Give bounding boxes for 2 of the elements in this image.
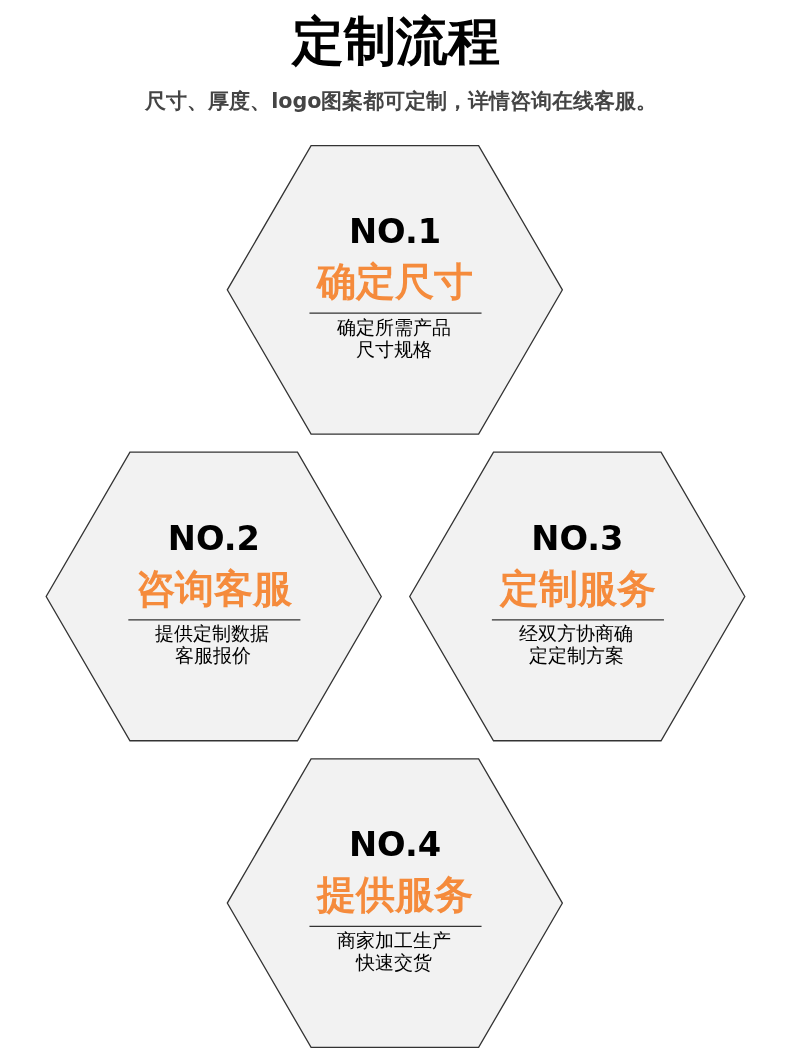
label: 尺寸、厚度、logo图案都可定制，详情咨询在线客服。 bbox=[144, 88, 657, 113]
diagram-title: 定制流程 bbox=[291, 10, 500, 71]
